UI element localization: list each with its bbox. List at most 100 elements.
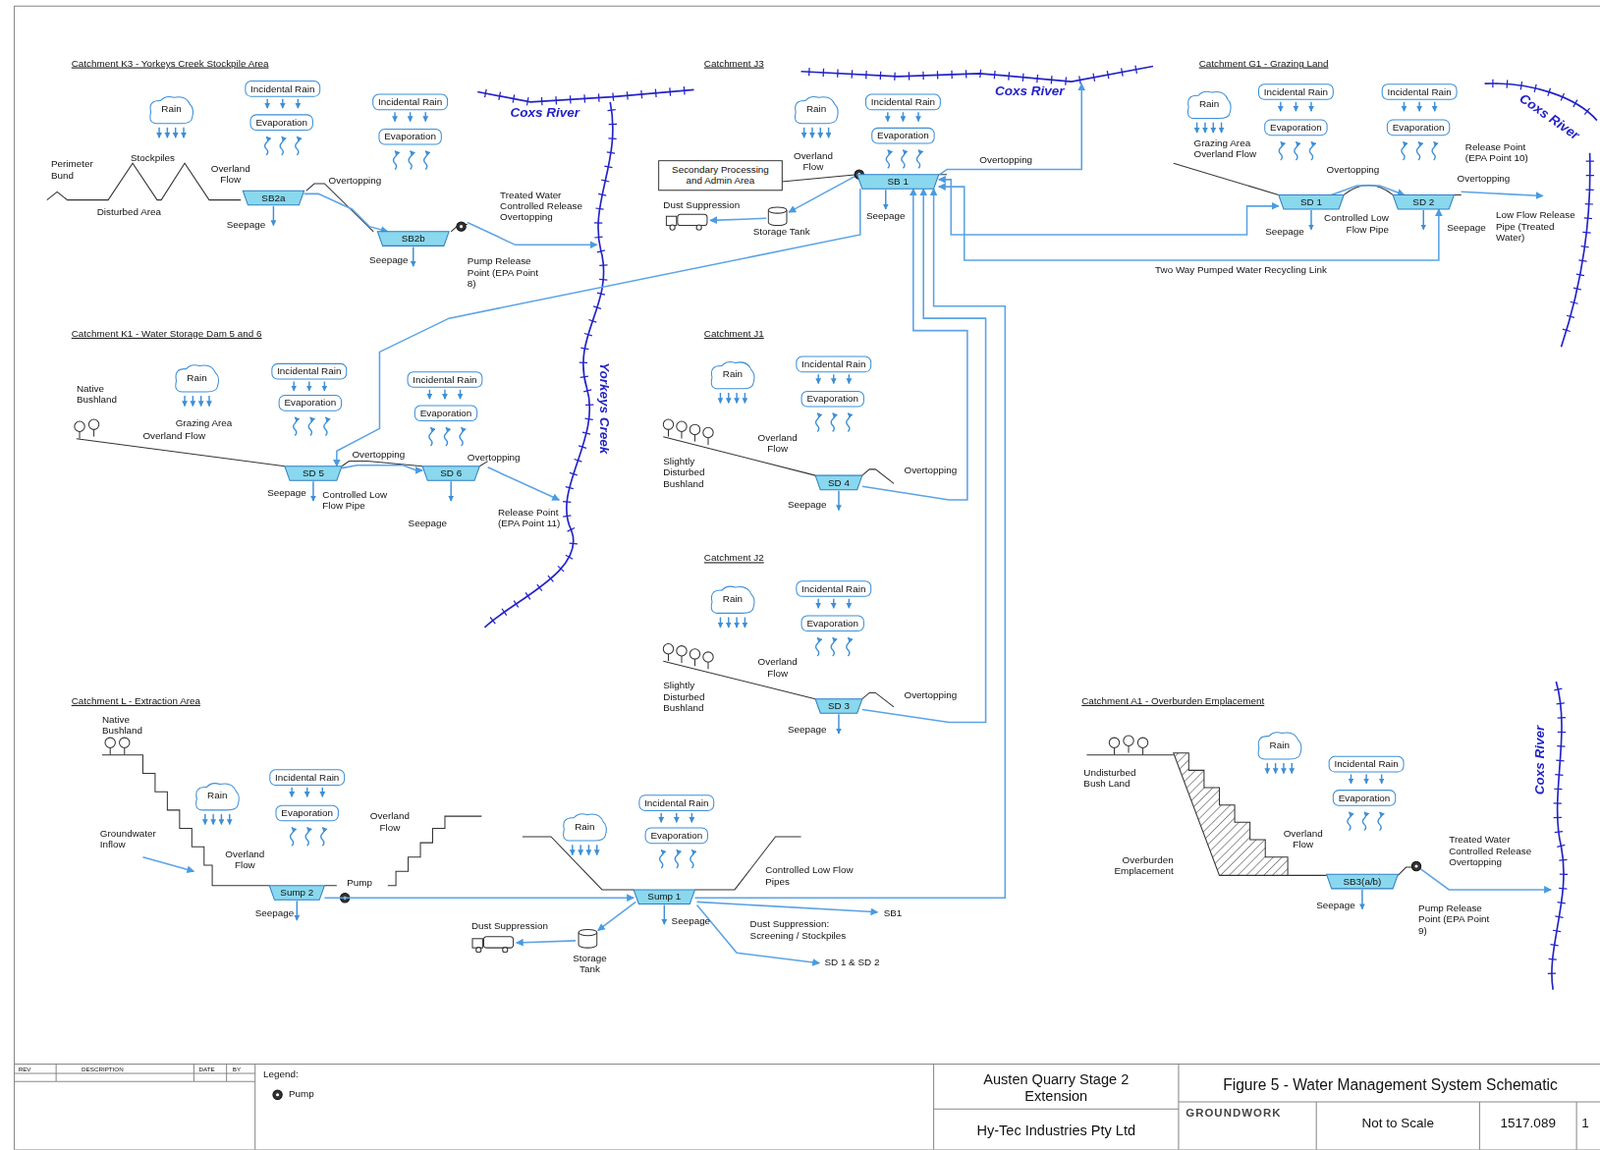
river-tick [668, 87, 671, 96]
river-tick [1079, 75, 1082, 84]
river-tick [1557, 731, 1566, 733]
river-tick [1570, 301, 1579, 304]
flow-arrow [917, 111, 919, 121]
river-tick [579, 362, 588, 364]
flow-arrow [296, 900, 298, 921]
river-tick [808, 67, 811, 76]
cloud-outline [150, 96, 194, 123]
node-text: SD 3 [827, 700, 850, 712]
annotation: Controlled Low Flow Pipes [765, 865, 858, 888]
tree [703, 652, 714, 670]
annotation: Seepage [787, 499, 828, 511]
river-tick [880, 71, 883, 80]
river-tick [599, 264, 607, 267]
annotation: Overland Flow [208, 163, 254, 186]
river-tick [836, 69, 839, 78]
flow-arrow [322, 787, 324, 797]
flow-arrow [459, 389, 461, 399]
catchment-title: Catchment J1 [704, 329, 765, 340]
water-pipe [938, 186, 1439, 261]
flow-arrow [744, 392, 746, 403]
river-tick [569, 95, 572, 104]
annotation: Perimeter Bund [51, 159, 97, 182]
river-tick [582, 432, 591, 435]
water-pipe [1330, 185, 1404, 195]
tree [1108, 737, 1119, 756]
river-tick [937, 70, 939, 79]
water-dam: Sump 1 [633, 889, 695, 905]
flow-arrow [208, 395, 210, 406]
annotation: Overtopping [1457, 173, 1511, 185]
river-tick [1578, 260, 1587, 262]
water-dam: SB3(a/b) [1326, 874, 1399, 889]
catchment-title: Catchment A1 - Overburden Emplacement [1081, 696, 1265, 708]
river-tick [1562, 329, 1571, 332]
river-tick [593, 306, 602, 310]
river-tick [567, 528, 575, 533]
water-pipe [336, 188, 861, 467]
annotation: 1 [1581, 1116, 1590, 1133]
water-truck [665, 214, 708, 230]
node-text: Incidental Rain [1333, 758, 1398, 770]
evaporation-arrow [1294, 141, 1298, 161]
flow-arrow [886, 111, 888, 121]
flow-arrow [1310, 102, 1312, 111]
flow-arrow [429, 389, 431, 399]
flow-arrow [588, 844, 590, 855]
evaporation-arrow [660, 849, 663, 869]
drawing-frame [14, 5, 1600, 1150]
flow-arrow [308, 382, 310, 391]
flow-arrow [1418, 102, 1420, 111]
node-text: Incidental Rain [1386, 86, 1451, 98]
river-tick [1548, 958, 1557, 961]
dam-water [815, 475, 863, 491]
river-tick [583, 389, 592, 392]
river-tick [526, 97, 529, 106]
drawing-frame [14, 5, 1600, 1150]
river-tick [598, 193, 607, 196]
annotation: Hy-Tec Industries Pty Ltd [938, 1122, 1174, 1140]
annotation: Seepage [267, 488, 307, 499]
rain-cloud: Rain [708, 583, 758, 614]
river-tick [1556, 745, 1565, 748]
annotation: Seepage [369, 255, 409, 267]
node-text: Sump 2 [279, 886, 314, 898]
dam-water [1326, 874, 1399, 889]
river-tick [1093, 73, 1096, 82]
river-tick [569, 472, 578, 476]
flow-arrow [324, 382, 326, 391]
river-tick [604, 165, 612, 168]
annotation: Overburden Emplacement [1102, 855, 1174, 879]
cloud-outline [563, 814, 607, 841]
tree [105, 737, 115, 756]
annotation: Pump Release Point (EPA Point 8) [467, 256, 550, 290]
tree [1123, 735, 1134, 754]
ground-profile [47, 163, 1462, 890]
annotation: DATE [199, 1066, 216, 1074]
ground-profile [76, 439, 489, 467]
river-tick [1557, 902, 1566, 904]
storage-tank [578, 929, 598, 948]
river-tick [1135, 65, 1138, 74]
annotation: Dust Suppression [471, 921, 549, 933]
cloud-outline [711, 586, 755, 613]
cloud-outline [711, 362, 755, 389]
legend-entry: Pump [288, 1089, 315, 1101]
annotation: Overland Flow [142, 430, 206, 442]
node-text: Evaporation [806, 617, 859, 629]
pipe [142, 83, 1551, 964]
catchment-title: Catchment J3 [704, 57, 765, 69]
water-pipe [862, 188, 987, 722]
process-box: Incidental Rain [1258, 83, 1335, 101]
flow-arrow [719, 617, 721, 628]
flow-arrow [290, 787, 292, 797]
node-text: Incidental Rain [250, 83, 315, 95]
tree [703, 427, 714, 445]
pump-symbol [456, 221, 466, 231]
river [801, 66, 1154, 83]
river-tick [1573, 100, 1578, 108]
river-tick [580, 347, 589, 349]
river-tick [683, 86, 686, 95]
river-name: Coxs River [509, 106, 580, 122]
river-tick [606, 152, 615, 154]
